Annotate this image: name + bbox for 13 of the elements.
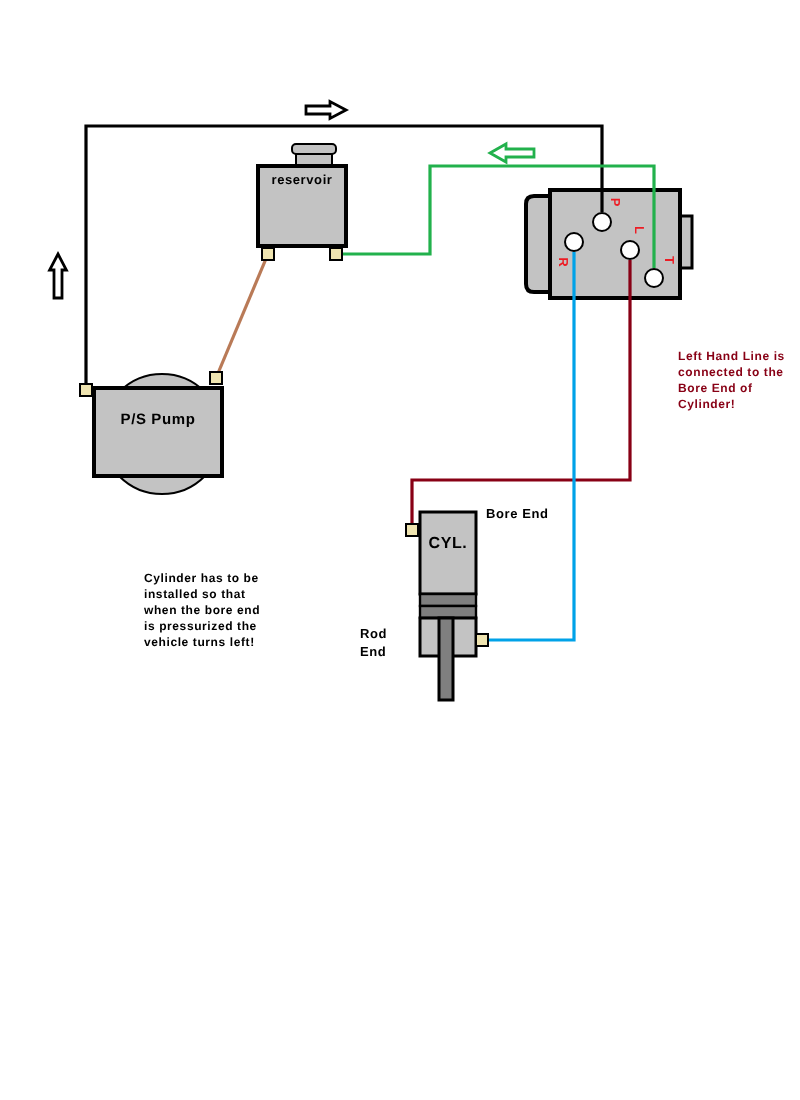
valve-port [644, 268, 664, 288]
hydraulic-line [79, 124, 604, 397]
hydraulic-line [209, 247, 275, 385]
pump-body [92, 386, 224, 478]
hydraulic-line [475, 252, 576, 647]
component-label: CYL. [428, 534, 468, 553]
hydraulic-cylinder [418, 510, 478, 702]
valve-port [620, 240, 640, 260]
valve-port [592, 212, 612, 232]
reservoir-tank [256, 164, 348, 248]
hydraulic-line [405, 260, 632, 537]
valve-port [564, 232, 584, 252]
hydraulic-line [329, 164, 656, 268]
